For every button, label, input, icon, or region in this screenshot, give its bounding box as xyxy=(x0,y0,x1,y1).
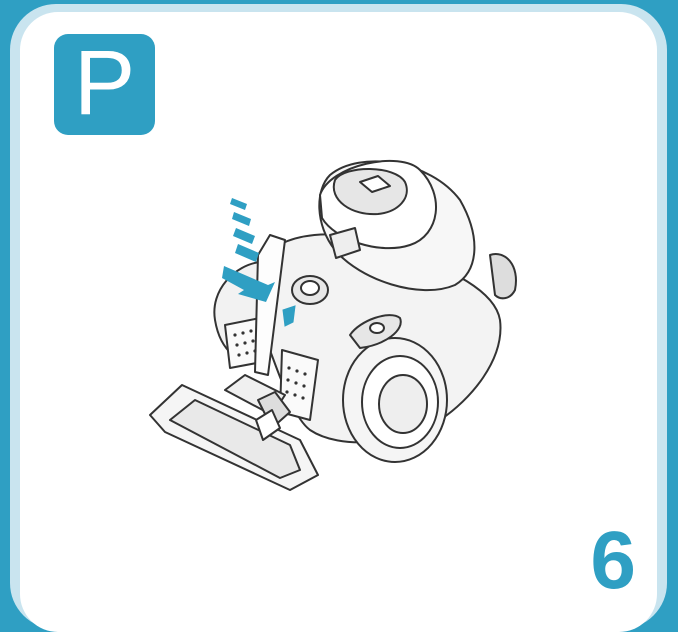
vacuum-cleaner-illustration xyxy=(0,0,678,617)
step-number: 6 xyxy=(590,520,636,602)
